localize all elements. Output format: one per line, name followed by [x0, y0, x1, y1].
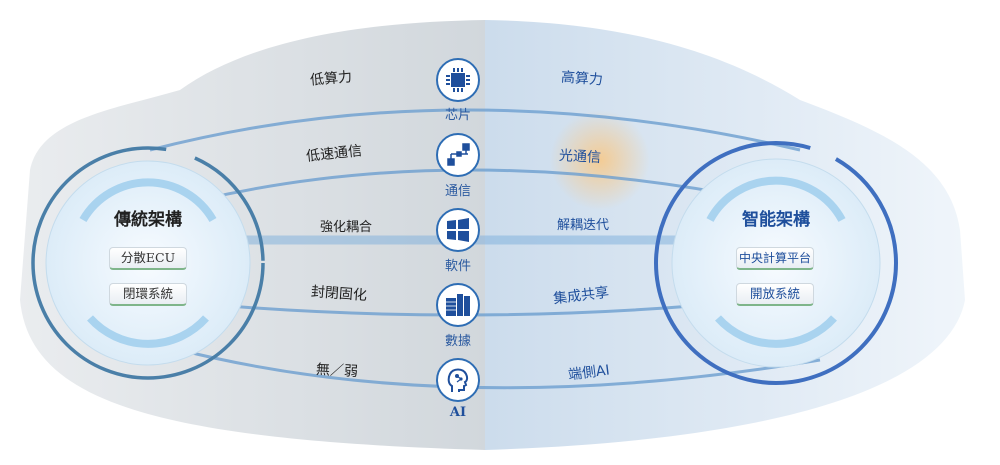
label-software: 軟件	[444, 259, 471, 274]
label-ai: AI	[449, 405, 467, 420]
label-chip: 芯片	[444, 108, 471, 123]
label-closed-fixed: 封閉固化	[310, 284, 368, 304]
pill-distributed-ecu: 分散ECU	[109, 247, 187, 270]
label-communication: 通信	[444, 184, 471, 199]
label-low-compute: 低算力	[309, 69, 353, 89]
label-none-weak: 無／弱	[315, 361, 359, 381]
label-optical-comm: 光通信	[558, 147, 602, 167]
ai-head-icon	[436, 358, 480, 402]
network-icon	[436, 133, 480, 177]
traditional-architecture-title: 傳統架構	[114, 210, 182, 230]
label-strong-coupling: 強化耦合	[320, 220, 373, 235]
windows-icon	[436, 208, 480, 252]
pill-closed-system: 閉環系統	[109, 283, 187, 306]
chip-icon	[436, 58, 480, 102]
server-icon	[436, 283, 480, 327]
label-decoupled-iteration: 解耦迭代	[557, 218, 610, 233]
pill-central-computing-platform: 中央計算平台	[736, 247, 814, 270]
smart-architecture-title: 智能架構	[742, 210, 810, 230]
pill-open-system: 開放系統	[736, 283, 814, 306]
label-data: 數據	[444, 334, 471, 349]
label-high-compute: 高算力	[560, 69, 604, 89]
